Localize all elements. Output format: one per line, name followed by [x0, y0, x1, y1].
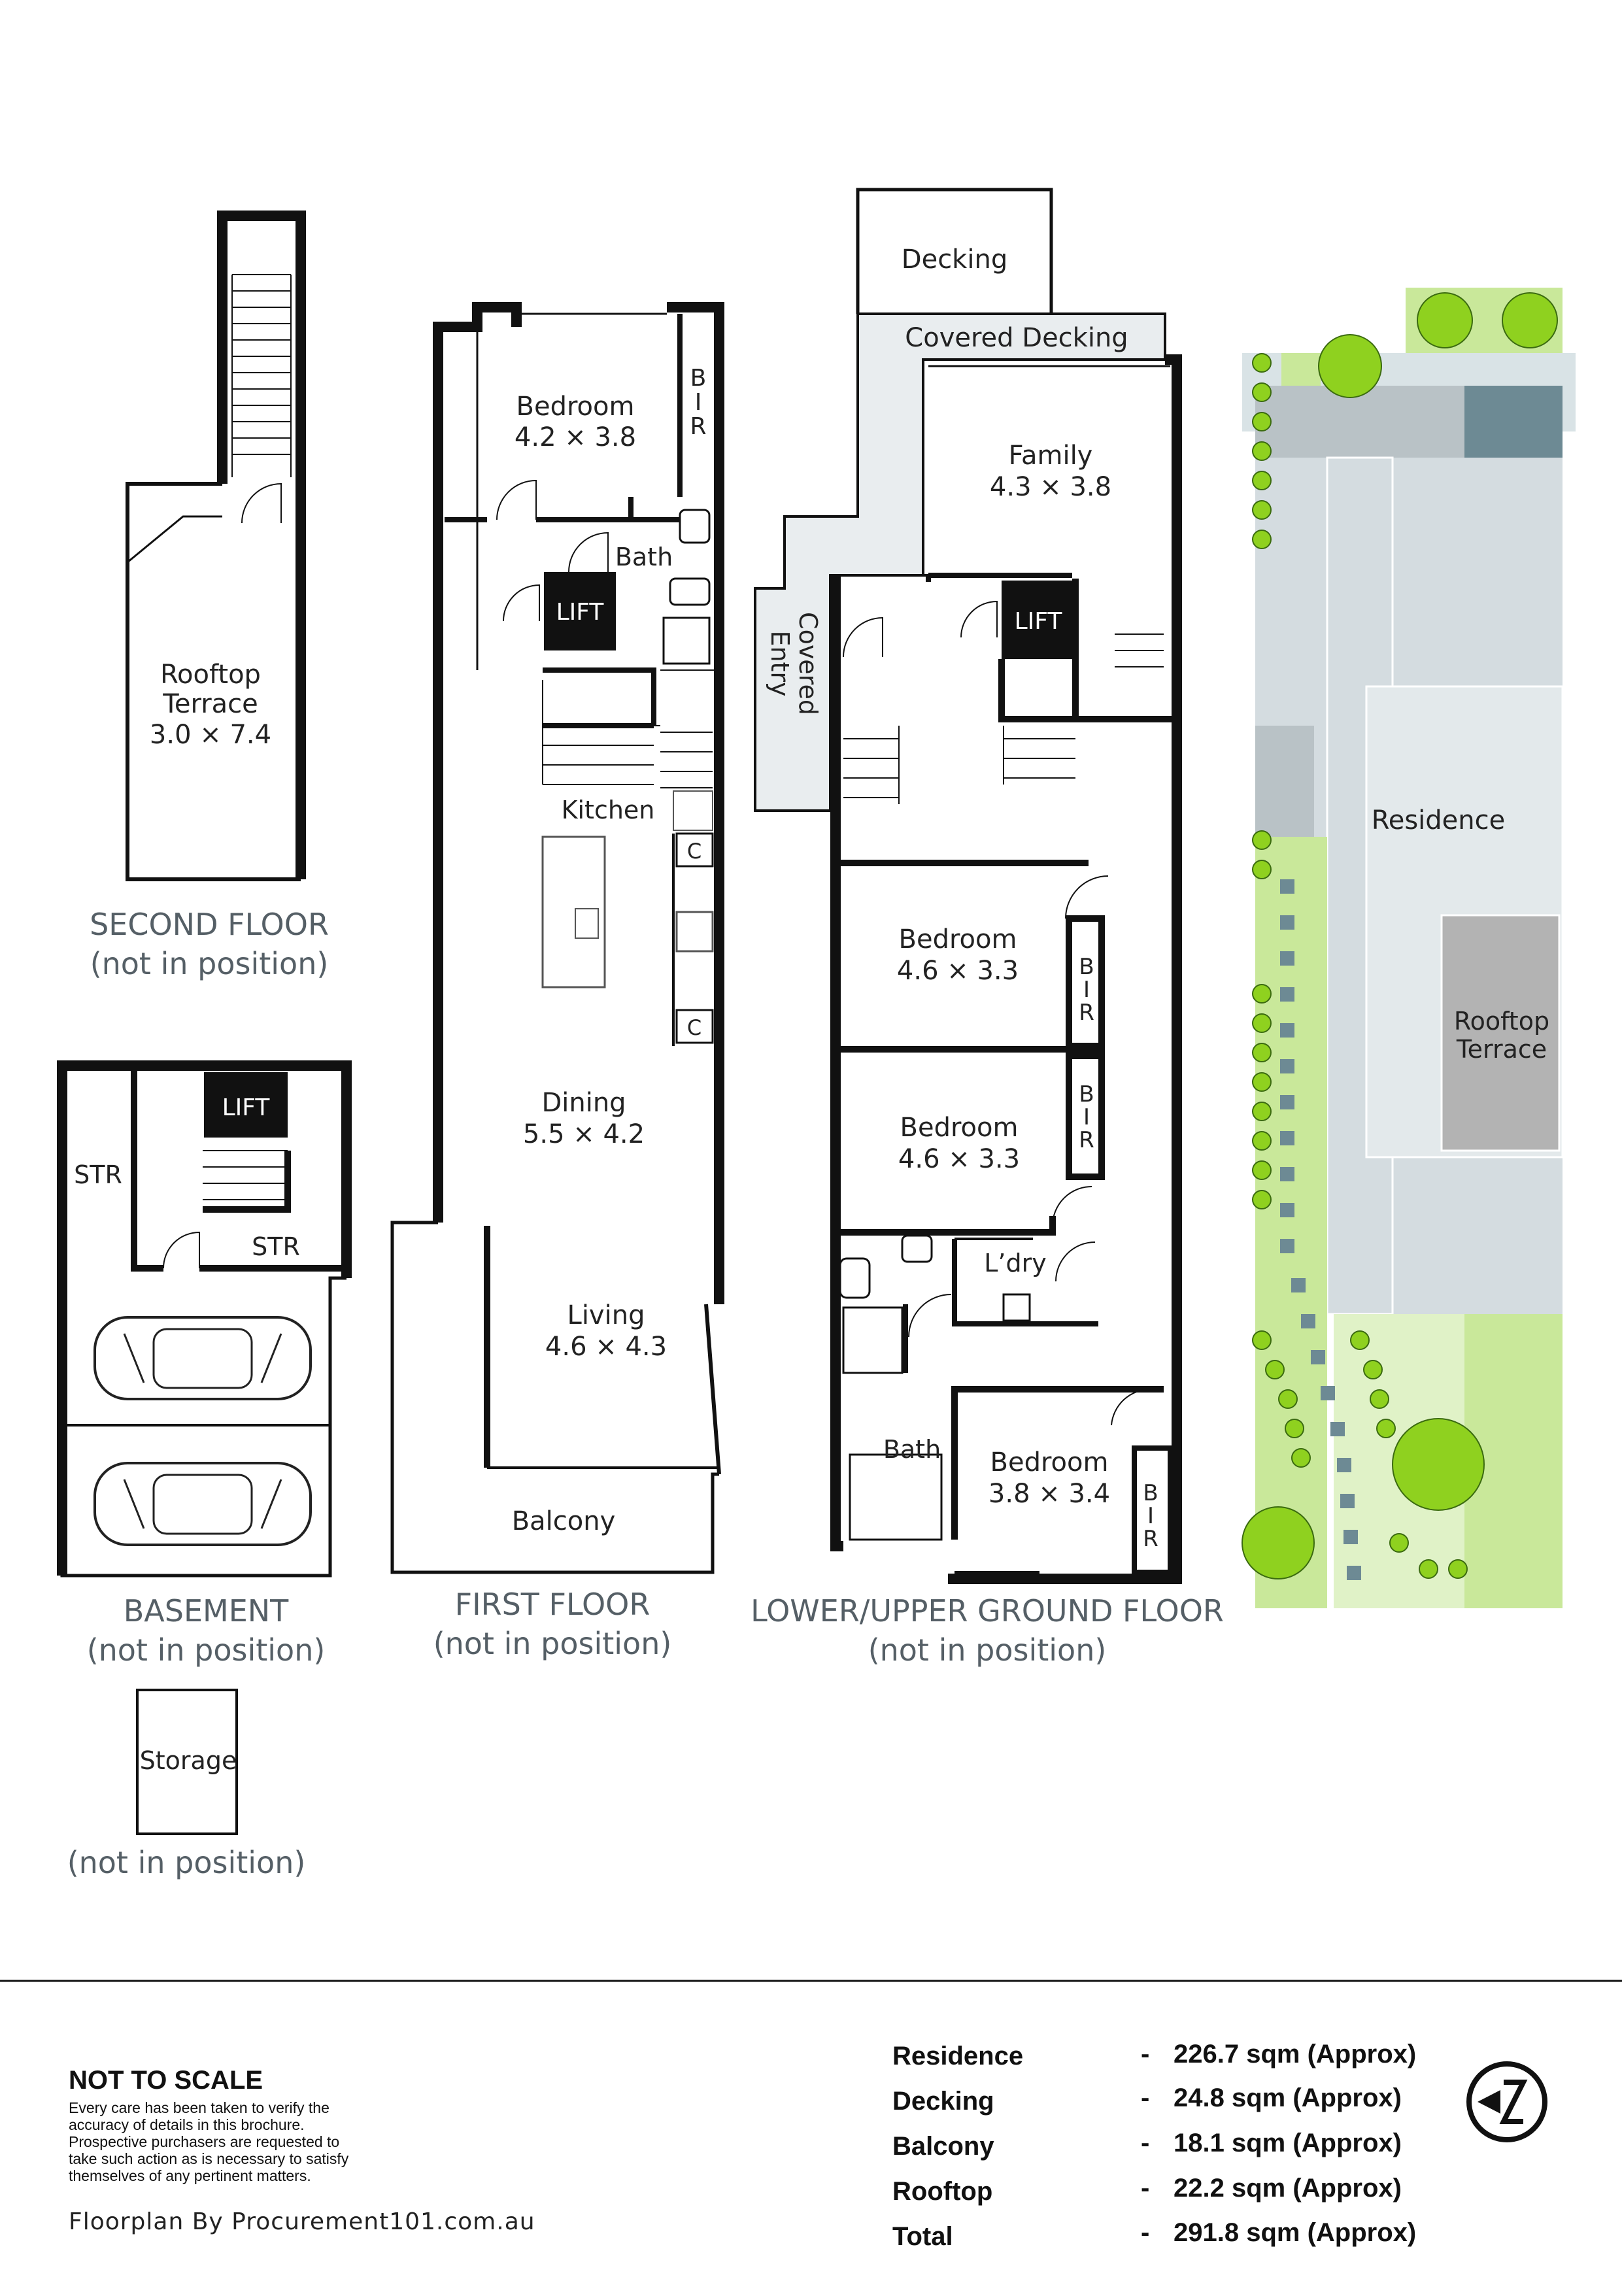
site-rooftop-line2: Terrace: [1456, 1035, 1547, 1064]
ff-bath-label: Bath: [615, 543, 673, 571]
storage-box: [136, 1689, 238, 1835]
ff-cupboard-1: C: [687, 839, 701, 864]
gf-bedroom2-name: Bedroom: [900, 1113, 1019, 1143]
credit-text: Floorplan By Procurement101.com.au: [69, 2208, 535, 2235]
car-icon: [93, 1316, 312, 1400]
north-arrow-icon: [1466, 2061, 1547, 2142]
ff-dining-name: Dining: [541, 1088, 626, 1118]
gf-bedroom2-dims: 4.6 × 3.3: [898, 1144, 1020, 1174]
ff-bir-i: I: [695, 389, 702, 416]
basement-str-left: STR: [74, 1160, 122, 1189]
area-label: Total: [892, 2222, 953, 2251]
storage-note: (not in position): [67, 1845, 306, 1880]
gf-bedroom3-bir-i: I: [1147, 1503, 1154, 1529]
ff-bedroom-dims: 4.2 × 3.8: [515, 422, 636, 452]
first-floor-plan: [390, 302, 724, 1574]
ff-living-name: Living: [567, 1300, 645, 1330]
area-dash: -: [1141, 2129, 1149, 2157]
ground-floor-plan: [754, 188, 1182, 1584]
second-floor-room-dims: 3.0 × 7.4: [150, 720, 271, 750]
ff-bedroom-name: Bedroom: [516, 392, 635, 422]
area-table: Residence - 226.7 sqm (Approx) Decking -…: [892, 2040, 1416, 2251]
gf-lift-label: LIFT: [1015, 608, 1063, 635]
disclaimer-line-1: Every care has been taken to verify the: [69, 2099, 329, 2116]
second-floor-room-name2: Terrace: [162, 689, 258, 719]
disclaimer-heading: NOT TO SCALE: [69, 2066, 263, 2095]
gf-covered-entry-line1: Covered: [794, 612, 822, 715]
basement-plan: [57, 1060, 352, 1578]
area-label: Rooftop: [892, 2177, 992, 2206]
gf-bedroom3-bir-r: R: [1143, 1526, 1158, 1552]
gf-bedroom3-bir-b: B: [1143, 1480, 1158, 1506]
basement-lift-label: LIFT: [222, 1094, 271, 1121]
ground-floor-title: LOWER/UPPER GROUND FLOOR: [751, 1593, 1224, 1629]
gf-bedroom2-bir-b: B: [1079, 1081, 1094, 1107]
disclaimer-line-5: themselves of any pertinent matters.: [69, 2167, 311, 2184]
gf-bedroom2-bir-r: R: [1079, 1127, 1094, 1153]
gf-covered-entry-line2: Entry: [766, 630, 794, 696]
site-residence-label: Residence: [1372, 805, 1506, 836]
gf-bath-label: Bath: [883, 1435, 941, 1464]
ff-dining-dims: 5.5 × 4.2: [523, 1119, 645, 1149]
area-value: 291.8 sqm (Approx): [1174, 2218, 1416, 2247]
ff-lift-label: LIFT: [556, 599, 605, 626]
ff-bir-r: R: [690, 413, 706, 440]
gf-bedroom1-bir-i: I: [1083, 977, 1090, 1003]
gf-bedroom3-dims: 3.8 × 3.4: [988, 1479, 1110, 1509]
basement-str-right: STR: [252, 1232, 300, 1261]
ff-bir-b: B: [690, 365, 707, 392]
area-dash: -: [1141, 2084, 1149, 2112]
gf-bedroom1-bir-b: B: [1079, 954, 1094, 980]
site-rooftop-line1: Rooftop: [1454, 1007, 1549, 1036]
gf-bedroom1-name: Bedroom: [899, 924, 1017, 954]
gf-bedroom3-name: Bedroom: [990, 1447, 1109, 1477]
ff-balcony-label: Balcony: [512, 1506, 616, 1536]
ff-cupboard-2: C: [687, 1015, 701, 1040]
gf-covered-decking-label: Covered Decking: [905, 323, 1128, 353]
ff-kitchen-label: Kitchen: [562, 796, 655, 824]
area-label: Residence: [892, 2042, 1023, 2070]
gf-family-dims: 4.3 × 3.8: [990, 472, 1111, 502]
gf-laundry-label: L’dry: [984, 1249, 1046, 1277]
gf-bedroom1-bir-r: R: [1079, 1000, 1094, 1026]
area-value: 24.8 sqm (Approx): [1174, 2084, 1402, 2112]
area-dash: -: [1141, 2218, 1149, 2247]
ff-living-dims: 4.6 × 4.3: [545, 1332, 667, 1362]
disclaimer-line-3: Prospective purchasers are requested to: [69, 2133, 339, 2150]
disclaimer-line-2: accuracy of details in this brochure.: [69, 2116, 305, 2133]
site-plan: [1242, 288, 1576, 1608]
second-floor-title: SECOND FLOOR: [90, 907, 329, 942]
disclaimer-line-4: take such action as is necessary to sati…: [69, 2150, 349, 2167]
gf-decking-label: Decking: [902, 245, 1007, 275]
storage-label: Storage: [140, 1746, 237, 1775]
gf-bedroom1-dims: 4.6 × 3.3: [897, 956, 1019, 986]
first-floor-note: (not in position): [433, 1626, 672, 1661]
car-icon: [93, 1462, 312, 1546]
gf-bedroom2-bir-i: I: [1083, 1104, 1090, 1130]
area-dash: -: [1141, 2174, 1149, 2203]
area-value: 18.1 sqm (Approx): [1174, 2129, 1402, 2157]
area-dash: -: [1141, 2040, 1149, 2068]
second-floor-room-name: Rooftop: [160, 660, 261, 690]
ground-floor-note: (not in position): [868, 1632, 1107, 1668]
area-value: 226.7 sqm (Approx): [1174, 2040, 1416, 2068]
second-floor-plan: [126, 211, 306, 881]
basement-note: (not in position): [87, 1632, 326, 1668]
area-label: Decking: [892, 2087, 994, 2116]
first-floor-title: FIRST FLOOR: [455, 1587, 650, 1622]
basement-title: BASEMENT: [124, 1593, 289, 1629]
second-floor-note: (not in position): [90, 946, 329, 981]
gf-family-name: Family: [1009, 441, 1093, 471]
area-label: Balcony: [892, 2132, 994, 2161]
area-value: 22.2 sqm (Approx): [1174, 2174, 1402, 2203]
